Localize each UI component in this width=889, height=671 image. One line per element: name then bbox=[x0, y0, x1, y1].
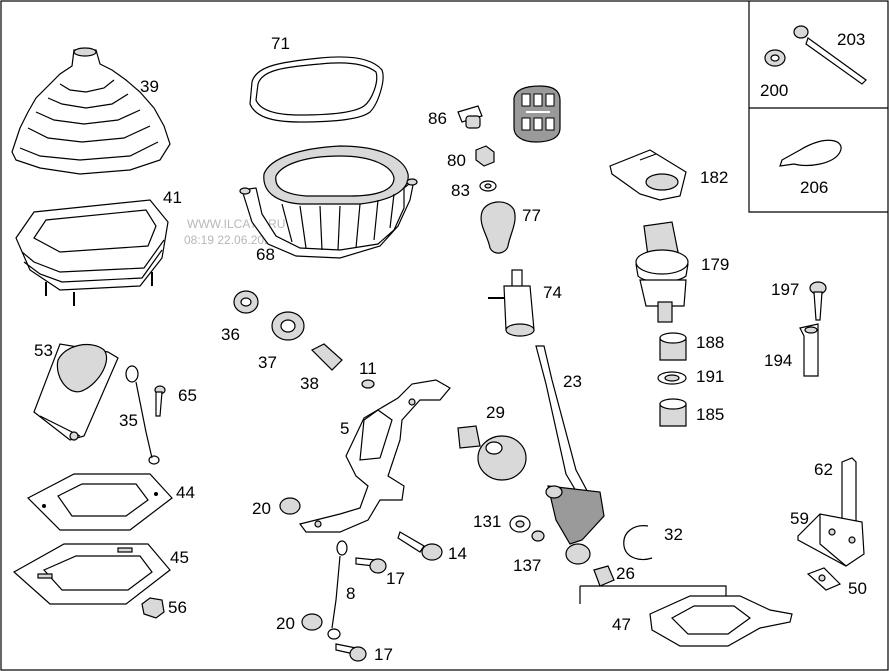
label-20-b: 20 bbox=[276, 614, 295, 633]
part-206-strap[interactable] bbox=[779, 139, 842, 167]
part-36-bearing[interactable] bbox=[233, 290, 259, 314]
label-62: 62 bbox=[814, 460, 833, 479]
label-5: 5 bbox=[340, 419, 349, 438]
part-47-mounting-plate[interactable] bbox=[649, 595, 793, 647]
part-86-plug[interactable] bbox=[457, 105, 483, 129]
part-191-ring[interactable] bbox=[657, 371, 687, 385]
label-200: 200 bbox=[760, 81, 788, 100]
label-17-b: 17 bbox=[374, 645, 393, 664]
label-191: 191 bbox=[696, 367, 724, 386]
part-179-shift-switch[interactable] bbox=[635, 221, 689, 323]
part-131-washer[interactable] bbox=[509, 515, 531, 533]
label-197: 197 bbox=[771, 280, 799, 299]
label-182: 182 bbox=[700, 168, 728, 187]
label-65: 65 bbox=[178, 386, 197, 405]
part-68-shift-housing[interactable] bbox=[239, 145, 418, 259]
part-80-nut[interactable] bbox=[475, 145, 495, 167]
part-29-ball-joint[interactable] bbox=[457, 425, 527, 481]
part-8-cable[interactable] bbox=[327, 540, 348, 640]
part-77-shift-knob[interactable] bbox=[480, 201, 516, 254]
part-182-bracket[interactable] bbox=[609, 149, 687, 201]
label-35: 35 bbox=[119, 411, 138, 430]
part-200-washer[interactable] bbox=[764, 49, 786, 67]
part-39-gear-boot[interactable] bbox=[11, 47, 171, 175]
part-45-gasket[interactable] bbox=[12, 543, 171, 605]
label-80: 80 bbox=[447, 151, 466, 170]
label-38: 38 bbox=[300, 374, 319, 393]
watermark-line-2: 08:19 22.06.2024 bbox=[184, 233, 278, 247]
part-32-circlip[interactable] bbox=[623, 525, 653, 561]
part-59-bracket[interactable] bbox=[797, 513, 865, 567]
label-131: 131 bbox=[473, 512, 501, 531]
label-206: 206 bbox=[800, 178, 828, 197]
label-44: 44 bbox=[176, 483, 195, 502]
part-35-ground-cable[interactable] bbox=[125, 365, 160, 465]
part-194-sensor[interactable] bbox=[799, 323, 819, 377]
label-179: 179 bbox=[701, 255, 729, 274]
part-83-washer[interactable] bbox=[479, 180, 497, 192]
label-41: 41 bbox=[163, 188, 182, 207]
part-38-sleeve[interactable] bbox=[310, 343, 343, 371]
label-45: 45 bbox=[170, 548, 189, 567]
part-56-nut[interactable] bbox=[141, 597, 165, 619]
part-62-retaining-clip[interactable] bbox=[841, 457, 857, 538]
shift-pattern-badge[interactable] bbox=[513, 85, 561, 143]
part-23-shift-lever[interactable] bbox=[535, 345, 605, 565]
part-20-washer-a[interactable] bbox=[279, 497, 301, 515]
part-50-clip[interactable] bbox=[806, 567, 842, 591]
label-32: 32 bbox=[664, 525, 683, 544]
part-20-washer-b[interactable] bbox=[301, 613, 323, 631]
part-44-plate[interactable] bbox=[26, 473, 173, 531]
label-36: 36 bbox=[221, 325, 240, 344]
part-11-cap[interactable] bbox=[361, 379, 375, 389]
label-77: 77 bbox=[522, 206, 541, 225]
label-68: 68 bbox=[256, 245, 275, 264]
label-20-a: 20 bbox=[252, 499, 271, 518]
label-37: 37 bbox=[258, 353, 277, 372]
label-188: 188 bbox=[696, 333, 724, 352]
label-74: 74 bbox=[543, 283, 562, 302]
label-23: 23 bbox=[563, 372, 582, 391]
label-59: 59 bbox=[790, 509, 809, 528]
part-41-boot-frame[interactable] bbox=[15, 199, 169, 306]
label-14: 14 bbox=[448, 544, 467, 563]
part-137-washer[interactable] bbox=[531, 530, 545, 542]
label-50: 50 bbox=[848, 579, 867, 598]
inset-frame bbox=[748, 1, 888, 213]
label-11: 11 bbox=[359, 359, 377, 378]
label-71: 71 bbox=[271, 34, 290, 53]
part-74-lever-housing[interactable] bbox=[488, 269, 535, 337]
part-71-gasket-frame[interactable] bbox=[249, 56, 384, 123]
label-83: 83 bbox=[451, 181, 470, 200]
part-17-bolt-b[interactable] bbox=[335, 643, 367, 662]
part-188-bushing[interactable] bbox=[659, 332, 687, 361]
part-185-bushing[interactable] bbox=[659, 398, 687, 427]
part-53-switch[interactable] bbox=[33, 343, 119, 441]
part-65-bolt[interactable] bbox=[154, 385, 166, 417]
label-17-a: 17 bbox=[386, 569, 405, 588]
part-37-bearing[interactable] bbox=[271, 311, 305, 341]
label-194: 194 bbox=[764, 351, 792, 370]
label-185: 185 bbox=[696, 405, 724, 424]
part-197-screw[interactable] bbox=[809, 281, 827, 321]
label-8: 8 bbox=[346, 584, 355, 603]
label-203: 203 bbox=[837, 30, 865, 49]
part-203-cable-tie[interactable] bbox=[793, 25, 867, 85]
part-14-bolt[interactable] bbox=[397, 531, 443, 561]
label-47: 47 bbox=[612, 615, 631, 634]
part-26-bushing[interactable] bbox=[593, 565, 615, 587]
label-56: 56 bbox=[168, 598, 187, 617]
label-53: 53 bbox=[34, 341, 53, 360]
part-5-shift-bracket[interactable] bbox=[298, 379, 451, 533]
label-29: 29 bbox=[486, 403, 505, 422]
label-86: 86 bbox=[428, 109, 447, 128]
label-39: 39 bbox=[140, 77, 159, 96]
label-137: 137 bbox=[513, 556, 541, 575]
label-26: 26 bbox=[616, 564, 635, 583]
part-17-bolt-a[interactable] bbox=[355, 557, 387, 574]
